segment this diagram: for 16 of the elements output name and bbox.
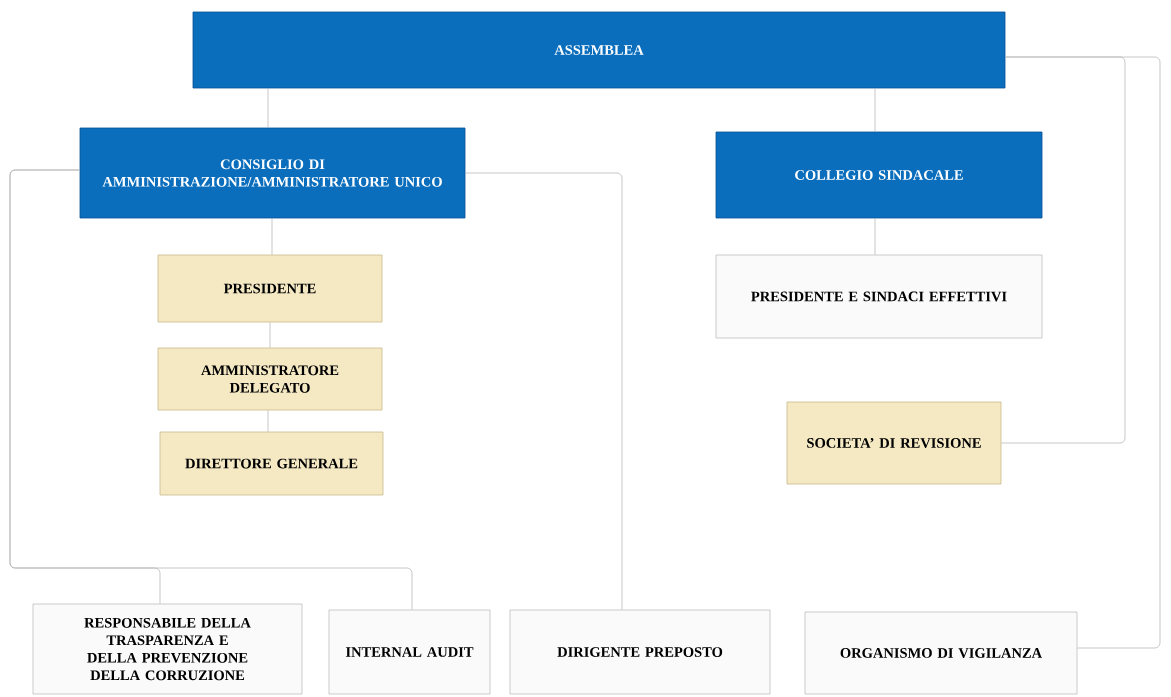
role-box: AMMINISTRATORE DELEGATO	[157, 347, 383, 411]
role-box: PRESIDENTE E SINDACI EFFETTIVI	[715, 254, 1043, 339]
role-box: DIRIGENTE PREPOSTO	[509, 609, 771, 695]
connector-line	[9, 169, 413, 610]
role-box: DIRETTORE GENERALE	[159, 431, 384, 496]
governing-body-box: ASSEMBLEA	[192, 11, 1006, 89]
role-box: ORGANISMO DI VIGILANZA	[804, 611, 1078, 695]
role-box: INTERNAL AUDIT	[328, 609, 491, 695]
role-box: PRESIDENTE	[157, 254, 383, 323]
role-box: SOCIETA’ DI REVISIONE	[786, 401, 1002, 485]
role-box: RESPONSABILE DELLA TRASPARENZA E DELLA PREVENZIONE DELLA CORRUZIONE	[32, 603, 303, 695]
governing-body-box: COLLEGIO SINDACALE	[715, 131, 1043, 219]
governing-body-box: CONSIGLIO DI AMMINISTRAZIONE/AMMINISTRATORE UNICO	[79, 127, 466, 219]
connector-line	[1005, 56, 1161, 649]
connector-line	[1001, 56, 1126, 444]
connector-line	[465, 172, 623, 610]
